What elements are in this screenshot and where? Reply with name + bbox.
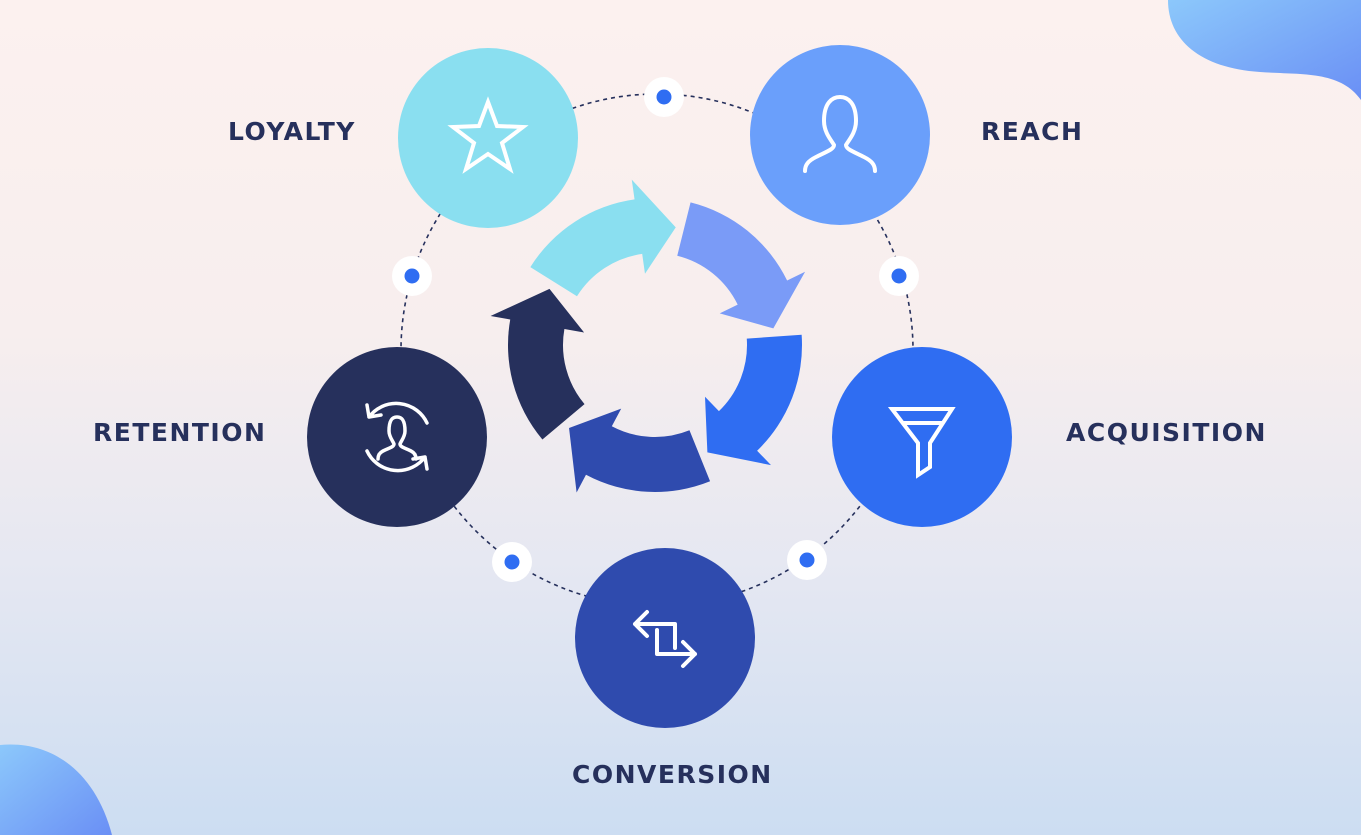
- stage-label-loyalty: LOYALTY: [228, 117, 356, 146]
- cycle-arrow: [705, 334, 802, 466]
- connector-dot: [879, 256, 919, 296]
- cycle-arrow: [677, 202, 806, 329]
- stage-label-reach: REACH: [981, 117, 1084, 146]
- stage-circle-retention: [307, 347, 487, 527]
- corner-blob-top-right: [1168, 0, 1361, 100]
- cycle-arrow: [490, 288, 585, 440]
- stage-label-acquisition: ACQUISITION: [1066, 418, 1267, 447]
- star-icon: [447, 96, 529, 174]
- stage-label-retention: RETENTION: [93, 418, 267, 447]
- connector-dot: [644, 77, 684, 117]
- user-cycle-icon: [365, 401, 429, 473]
- connector-dot: [787, 540, 827, 580]
- stage-label-conversion: CONVERSION: [572, 760, 773, 789]
- stage-circle-loyalty: [398, 48, 578, 228]
- connector-dot: [492, 542, 532, 582]
- stage-circle-acquisition: [832, 347, 1012, 527]
- stage-circle-conversion: [575, 548, 755, 728]
- connector-dot: [392, 256, 432, 296]
- cycle-arrow: [569, 408, 711, 493]
- funnel-icon: [887, 407, 956, 479]
- user-icon: [803, 94, 877, 173]
- stage-circle-reach: [750, 45, 930, 225]
- cycle-arrow: [530, 179, 676, 297]
- exchange-arrows-icon: [633, 610, 697, 668]
- corner-blob-bottom-left: [0, 744, 112, 835]
